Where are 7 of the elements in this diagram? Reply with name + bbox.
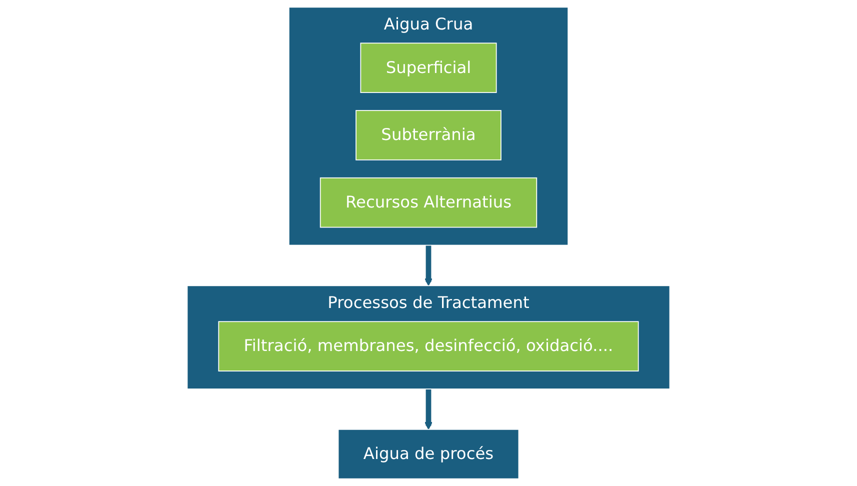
arrow: [424, 388, 432, 430]
node-box: Aigua de procés: [338, 428, 520, 480]
arrow: [424, 245, 432, 286]
node-box: Recursos Alternatius: [320, 177, 538, 228]
node-box: Subterrània: [356, 110, 502, 160]
node-box: Filtració, membranes, desinfecció, oxidació....: [218, 321, 639, 372]
node-box: Superficial: [360, 42, 497, 93]
